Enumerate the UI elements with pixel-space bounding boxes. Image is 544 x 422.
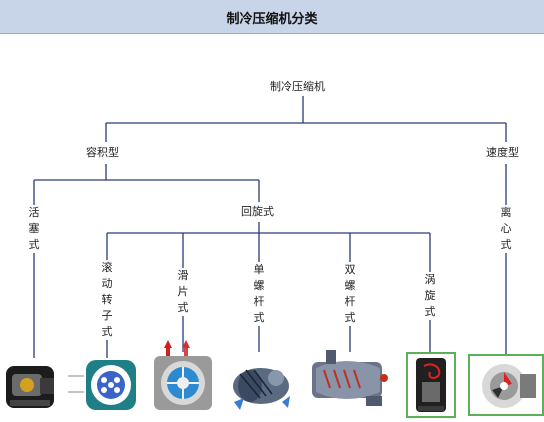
- title-bar: 制冷压缩机分类: [0, 0, 544, 34]
- node-sliding-vane: 滑片式: [176, 268, 190, 316]
- rolling-rotor-image: [66, 356, 146, 412]
- scroll-image: [406, 352, 456, 418]
- page-title: 制冷压缩机分类: [226, 12, 318, 27]
- single-screw-image: [226, 352, 296, 414]
- node-positive-displacement: 容积型: [86, 146, 119, 160]
- node-scroll: 涡旋式: [423, 272, 437, 320]
- twin-screw-image: [306, 348, 392, 412]
- node-twin-screw: 双螺杆式: [343, 262, 357, 326]
- node-rotary: 回旋式: [241, 205, 274, 219]
- sliding-vane-image: [146, 338, 218, 412]
- node-rolling-rotor: 滚动转子式: [100, 260, 114, 340]
- centrifugal-image: [468, 354, 544, 416]
- node-dynamic: 速度型: [486, 146, 519, 160]
- node-piston: 活塞式: [27, 205, 41, 253]
- node-centrifugal: 离心式: [499, 205, 513, 253]
- node-single-screw: 单螺杆式: [252, 262, 266, 326]
- piston-compressor-image: [2, 356, 62, 414]
- root-node: 制冷压缩机: [270, 80, 325, 94]
